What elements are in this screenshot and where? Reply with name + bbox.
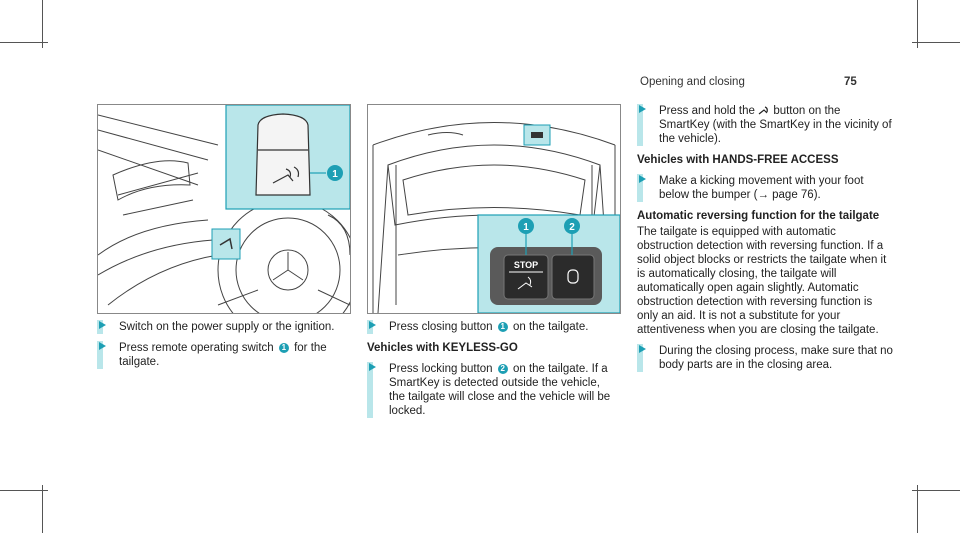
arrow-icon [99, 342, 106, 350]
crop-mark [42, 0, 43, 48]
crop-mark [0, 490, 48, 491]
page-number: 75 [844, 76, 857, 88]
callout-number: 1 [497, 321, 508, 332]
callout-number: 2 [497, 363, 508, 374]
instruction-step: Switch on the power supply or the igniti… [97, 320, 349, 334]
crop-mark [912, 42, 960, 43]
step-text: Press remote operating switch [119, 342, 274, 354]
instruction-step: Press locking button 2 on the tailgate. … [367, 362, 619, 418]
callout-number: 1 [278, 342, 289, 353]
instruction-step: Press remote operating switch 1 for the … [97, 341, 349, 369]
door-panel-illustration: 1 [98, 105, 350, 313]
step-text: Switch on the power supply or the igniti… [119, 321, 335, 333]
step-text: on the tailgate. [512, 363, 589, 375]
section-heading: Vehicles with KEYLESS-GO [367, 342, 518, 354]
stop-label: STOP [514, 260, 538, 270]
tailgate-icon [758, 106, 768, 115]
arrow-icon [639, 175, 646, 183]
crop-mark [0, 42, 48, 43]
instruction-step: During the closing process, make sure th… [637, 344, 893, 372]
arrow-icon [369, 363, 376, 371]
instruction-step: Press and hold the button on the SmartKe… [637, 104, 893, 146]
arrow-icon [639, 345, 646, 353]
section-heading: Automatic reversing function for the tai… [637, 210, 880, 222]
arrow-icon [639, 105, 646, 113]
crop-mark [917, 0, 918, 48]
step-text: button on the SmartKey (with the SmartKe… [659, 105, 892, 145]
step-text: During the closing process, make sure th… [659, 345, 893, 371]
callout-2: 2 [569, 222, 575, 233]
crop-mark [912, 490, 960, 491]
crop-mark [42, 485, 43, 533]
figure-door-panel: 1 [97, 104, 351, 314]
step-text: Press and hold the [659, 105, 755, 117]
arrow-icon [369, 321, 376, 329]
callout-1: 1 [332, 169, 338, 180]
section-heading: Vehicles with HANDS-FREE ACCESS [637, 154, 839, 166]
section-title: Opening and closing [640, 76, 745, 88]
callout-1: 1 [523, 222, 529, 233]
crop-mark [917, 485, 918, 533]
tailgate-illustration: STOP 1 2 [372, 122, 620, 313]
step-text: Make a kicking movement with your foot b… [659, 175, 864, 201]
body-paragraph: The tailgate is equipped with automatic … [637, 226, 887, 336]
step-note: If a SmartKey is detected outside the ve… [389, 363, 611, 417]
column-3: Press and hold the button on the SmartKe… [637, 104, 893, 379]
arrow-icon [99, 321, 106, 329]
instruction-step: Make a kicking movement with your foot b… [637, 174, 893, 202]
step-text: on the tailgate. [512, 321, 589, 333]
column-2: Press closing button 1 on the tailgate. … [367, 320, 619, 425]
step-text: Press closing button [389, 321, 493, 333]
instruction-step: Press closing button 1 on the tailgate. [367, 320, 619, 334]
column-1: Switch on the power supply or the igniti… [97, 320, 349, 376]
page-header: Opening and closing 75 [640, 76, 860, 88]
figure-tailgate: STOP 1 2 [367, 104, 621, 314]
step-text: Press locking button [389, 363, 493, 375]
step-text: for the tailgate. [119, 342, 327, 368]
